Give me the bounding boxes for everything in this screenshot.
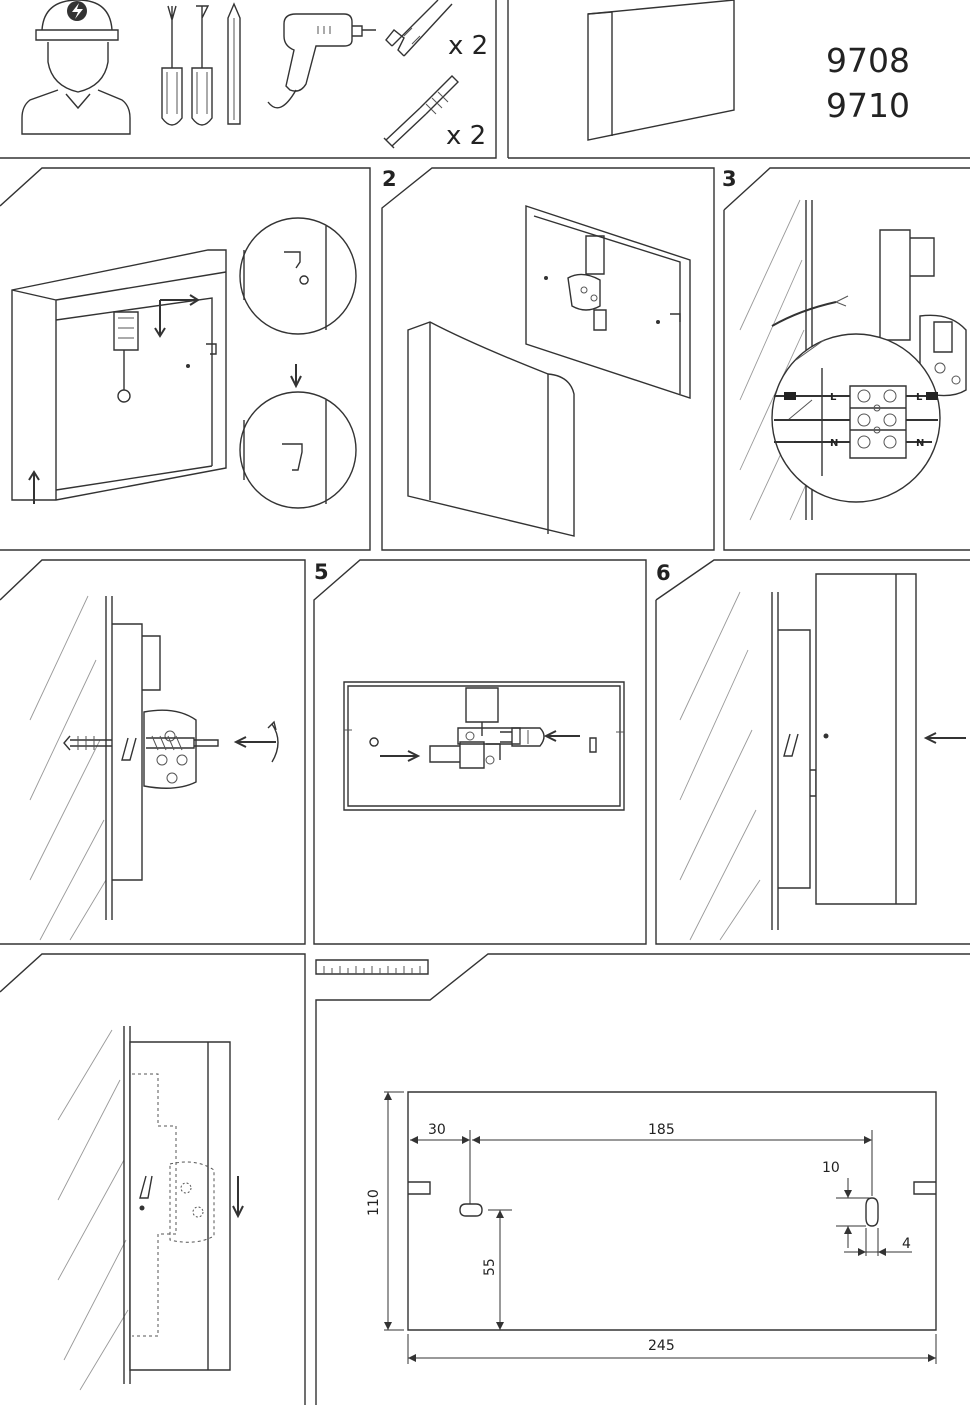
step-number-6: 6 [656, 561, 671, 585]
step4-panel [0, 559, 306, 945]
terminal-label-right-2: N [916, 438, 924, 449]
step5-panel: 5 [313, 559, 647, 945]
dim-total-width: 245 [648, 1338, 675, 1354]
step-number-5: 5 [314, 560, 329, 584]
step7-panel [0, 953, 306, 1405]
step3-panel: 3 L N L N [722, 167, 970, 551]
terminal-label-left-2: N [830, 438, 838, 449]
dim-height: 110 [366, 1189, 382, 1216]
qty-screw-label: x 2 [446, 121, 486, 151]
step6-panel: 6 [655, 559, 970, 945]
dim-hole-spacing: 185 [648, 1122, 675, 1138]
step1-panel [0, 167, 371, 551]
tools-panel: x 2 x 2 [0, 0, 497, 159]
dim-left-offset: 30 [428, 1122, 446, 1138]
wall-plug-icon [385, 0, 453, 57]
terminal-label-left-1: L [830, 392, 837, 403]
model-number-1: 9708 [826, 41, 910, 80]
qty-anchor-label: x 2 [448, 31, 488, 61]
dim-slot-width: 10 [822, 1160, 840, 1176]
dim-hole-height: 55 [482, 1258, 498, 1276]
screw-icon [383, 75, 459, 149]
drill-icon [267, 13, 376, 109]
product-panel: 9708 9710 [507, 0, 970, 159]
step-number-3: 3 [722, 167, 737, 191]
dim-slot-gap: 4 [902, 1236, 911, 1252]
screwdriver-icon [161, 2, 241, 126]
electrician-icon [21, 0, 131, 135]
model-number-2: 9710 [826, 86, 910, 125]
step-number-2: 2 [382, 167, 397, 191]
step2-panel: 2 [381, 167, 715, 551]
dimensions-panel: 110 30 185 10 4 55 245 [315, 953, 970, 1405]
terminal-label-right-1: L [916, 392, 923, 403]
